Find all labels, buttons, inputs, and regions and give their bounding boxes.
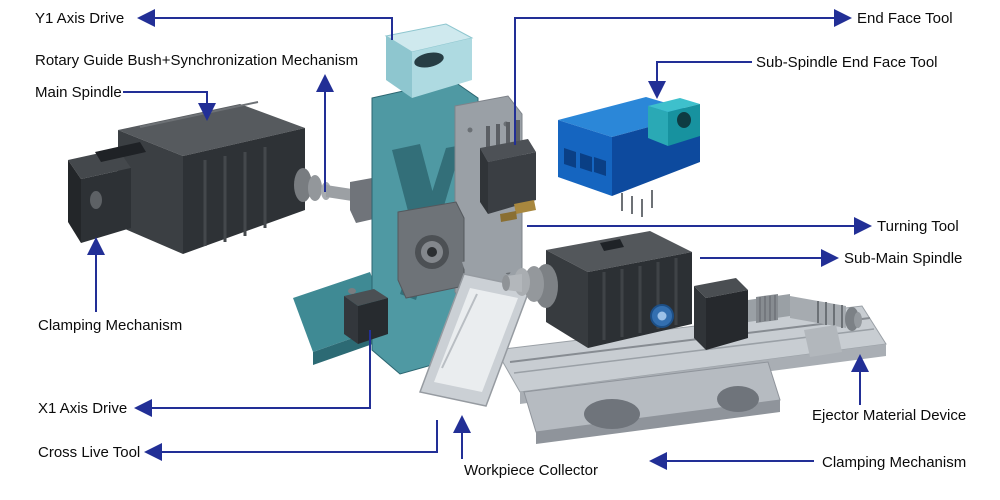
label-y1-axis-drive: Y1 Axis Drive xyxy=(35,10,125,27)
label-turning-tool: Turning Tool xyxy=(877,218,959,235)
sub-spindle-end-face-tool-part xyxy=(558,97,700,217)
label-main-spindle: Main Spindle xyxy=(35,84,122,101)
rotary-guide-bush-part xyxy=(294,168,378,223)
main-spindle-assembly xyxy=(68,101,378,254)
label-end-face-tool: End Face Tool xyxy=(857,10,953,27)
turning-tool-part xyxy=(500,200,536,222)
label-ejector-material-device: Ejector Material Device xyxy=(812,407,967,424)
label-clamping-mechanism-left: Clamping Mechanism xyxy=(38,317,183,334)
arrow-sub-spindle-end-face-tool xyxy=(648,61,752,99)
clamping-mechanism-left-part xyxy=(68,142,146,243)
x1-axis-drive-part xyxy=(344,288,388,344)
arrow-cross-live-tool xyxy=(144,420,438,461)
end-face-tool-part xyxy=(480,120,536,214)
workpiece-collector-chute xyxy=(418,254,532,407)
arrow-y1-axis-drive xyxy=(137,9,393,40)
label-clamping-mechanism-right: Clamping Mechanism xyxy=(822,454,967,471)
arrow-main-spindle xyxy=(123,91,216,121)
arrow-x1-axis-drive xyxy=(134,330,371,417)
label-cross-live-tool: Cross Live Tool xyxy=(38,444,141,461)
sub-spindle-assembly xyxy=(502,231,862,357)
arrow-end-face-tool xyxy=(514,9,852,145)
y1-axis-drive-part xyxy=(384,23,474,98)
machine-base xyxy=(495,305,887,444)
label-rotary-guide-bush: Rotary Guide Bush+Synchronization Mechan… xyxy=(35,52,359,69)
ejector-material-device-part xyxy=(748,294,862,357)
callout-arrows xyxy=(87,9,872,470)
label-sub-main-spindle: Sub-Main Spindle xyxy=(844,250,963,267)
label-x1-axis-drive: X1 Axis Drive xyxy=(38,400,128,417)
label-sub-spindle-end-face-tool: Sub-Spindle End Face Tool xyxy=(756,54,938,71)
clamping-mechanism-right-part xyxy=(694,278,748,350)
cross-live-tool-part xyxy=(397,201,465,299)
label-workpiece-collector: Workpiece Collector xyxy=(464,462,598,479)
